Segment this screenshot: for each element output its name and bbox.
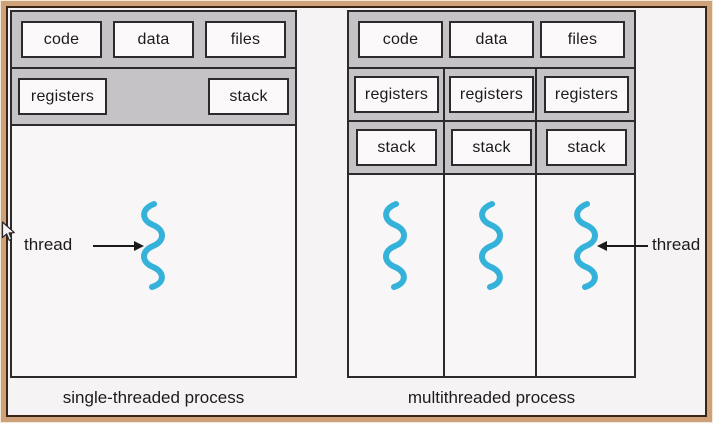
thread-column-cell: stack [349,122,444,173]
memory-box-data: data [449,21,534,58]
memory-box-stack: stack [546,129,627,166]
thread-arrow-left-icon [597,241,648,251]
column-divider [535,67,537,376]
memory-box-registers: registers [449,76,534,113]
memory-box-stack: stack [356,129,437,166]
thread-arrow-right-icon [93,241,144,251]
column-divider [443,67,445,376]
thread-label: thread [652,235,701,254]
memory-band-registers: registers registers registers [349,69,634,122]
memory-band-stack: stack stack stack [349,122,634,175]
multithreaded-process-box: code data files registers registers regi… [347,10,636,378]
process-caption-single: single-threaded process [62,388,245,407]
memory-box-code: code [358,21,443,58]
thread-squiggle-icon [479,201,503,290]
thread-squiggle-icon [141,201,165,290]
thread-squiggle-icon [383,201,407,290]
mouse-cursor-icon [1,221,15,241]
memory-box-data: data [113,21,194,58]
memory-box-stack: stack [208,78,289,115]
memory-band-top: code data files [12,12,295,69]
single-threaded-process-box: code data files registers stack [10,10,297,378]
memory-box-registers: registers [544,76,629,113]
memory-box-stack: stack [451,129,532,166]
thread-column-cell: registers [444,69,539,120]
memory-box-registers: registers [354,76,439,113]
memory-box-files: files [205,21,286,58]
memory-band-top: code data files [349,12,634,69]
thread-column-cell: stack [444,122,539,173]
memory-band-registers-stack: registers stack [12,69,295,126]
memory-box-code: code [21,21,102,58]
thread-label: thread [24,235,73,254]
memory-box-files: files [540,21,625,58]
process-caption-multi: multithreaded process [407,388,576,407]
thread-column-cell: stack [539,122,634,173]
thread-squiggle-icon [574,201,598,290]
thread-column-cell: registers [349,69,444,120]
memory-box-registers: registers [18,78,107,115]
thread-column-cell: registers [539,69,634,120]
